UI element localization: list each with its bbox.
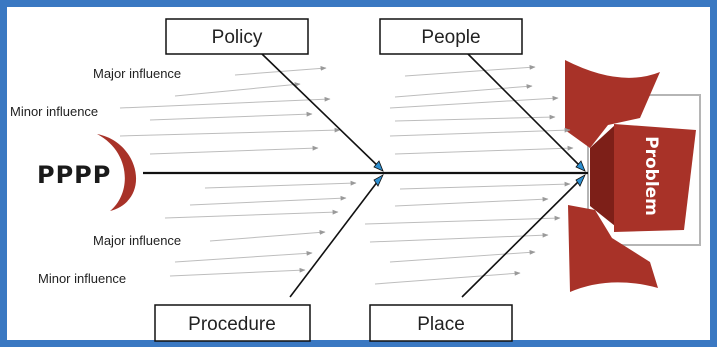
annotation-top-major: Major influence xyxy=(93,66,181,81)
category-box-policy: Policy xyxy=(165,18,309,55)
branch-arrowheads xyxy=(373,160,586,187)
head-crescent xyxy=(97,134,137,211)
category-label-procedure: Procedure xyxy=(188,314,276,335)
annotation-top-minor: Minor influence xyxy=(10,104,98,119)
category-label-policy: Policy xyxy=(212,27,263,48)
category-box-procedure: Procedure xyxy=(154,304,311,342)
category-label-place: Place xyxy=(417,314,465,335)
annotation-bottom-major: Major influence xyxy=(93,233,181,248)
main-branches xyxy=(261,53,584,298)
category-box-people: People xyxy=(379,18,523,55)
annotation-bottom-minor: Minor influence xyxy=(38,271,126,286)
problem-label: Problem xyxy=(641,136,661,216)
problem-shape xyxy=(565,60,701,292)
category-label-people: People xyxy=(421,27,480,48)
head-label: PPPP xyxy=(37,161,111,189)
category-box-place: Place xyxy=(369,304,513,342)
tributary-lines xyxy=(119,64,574,285)
